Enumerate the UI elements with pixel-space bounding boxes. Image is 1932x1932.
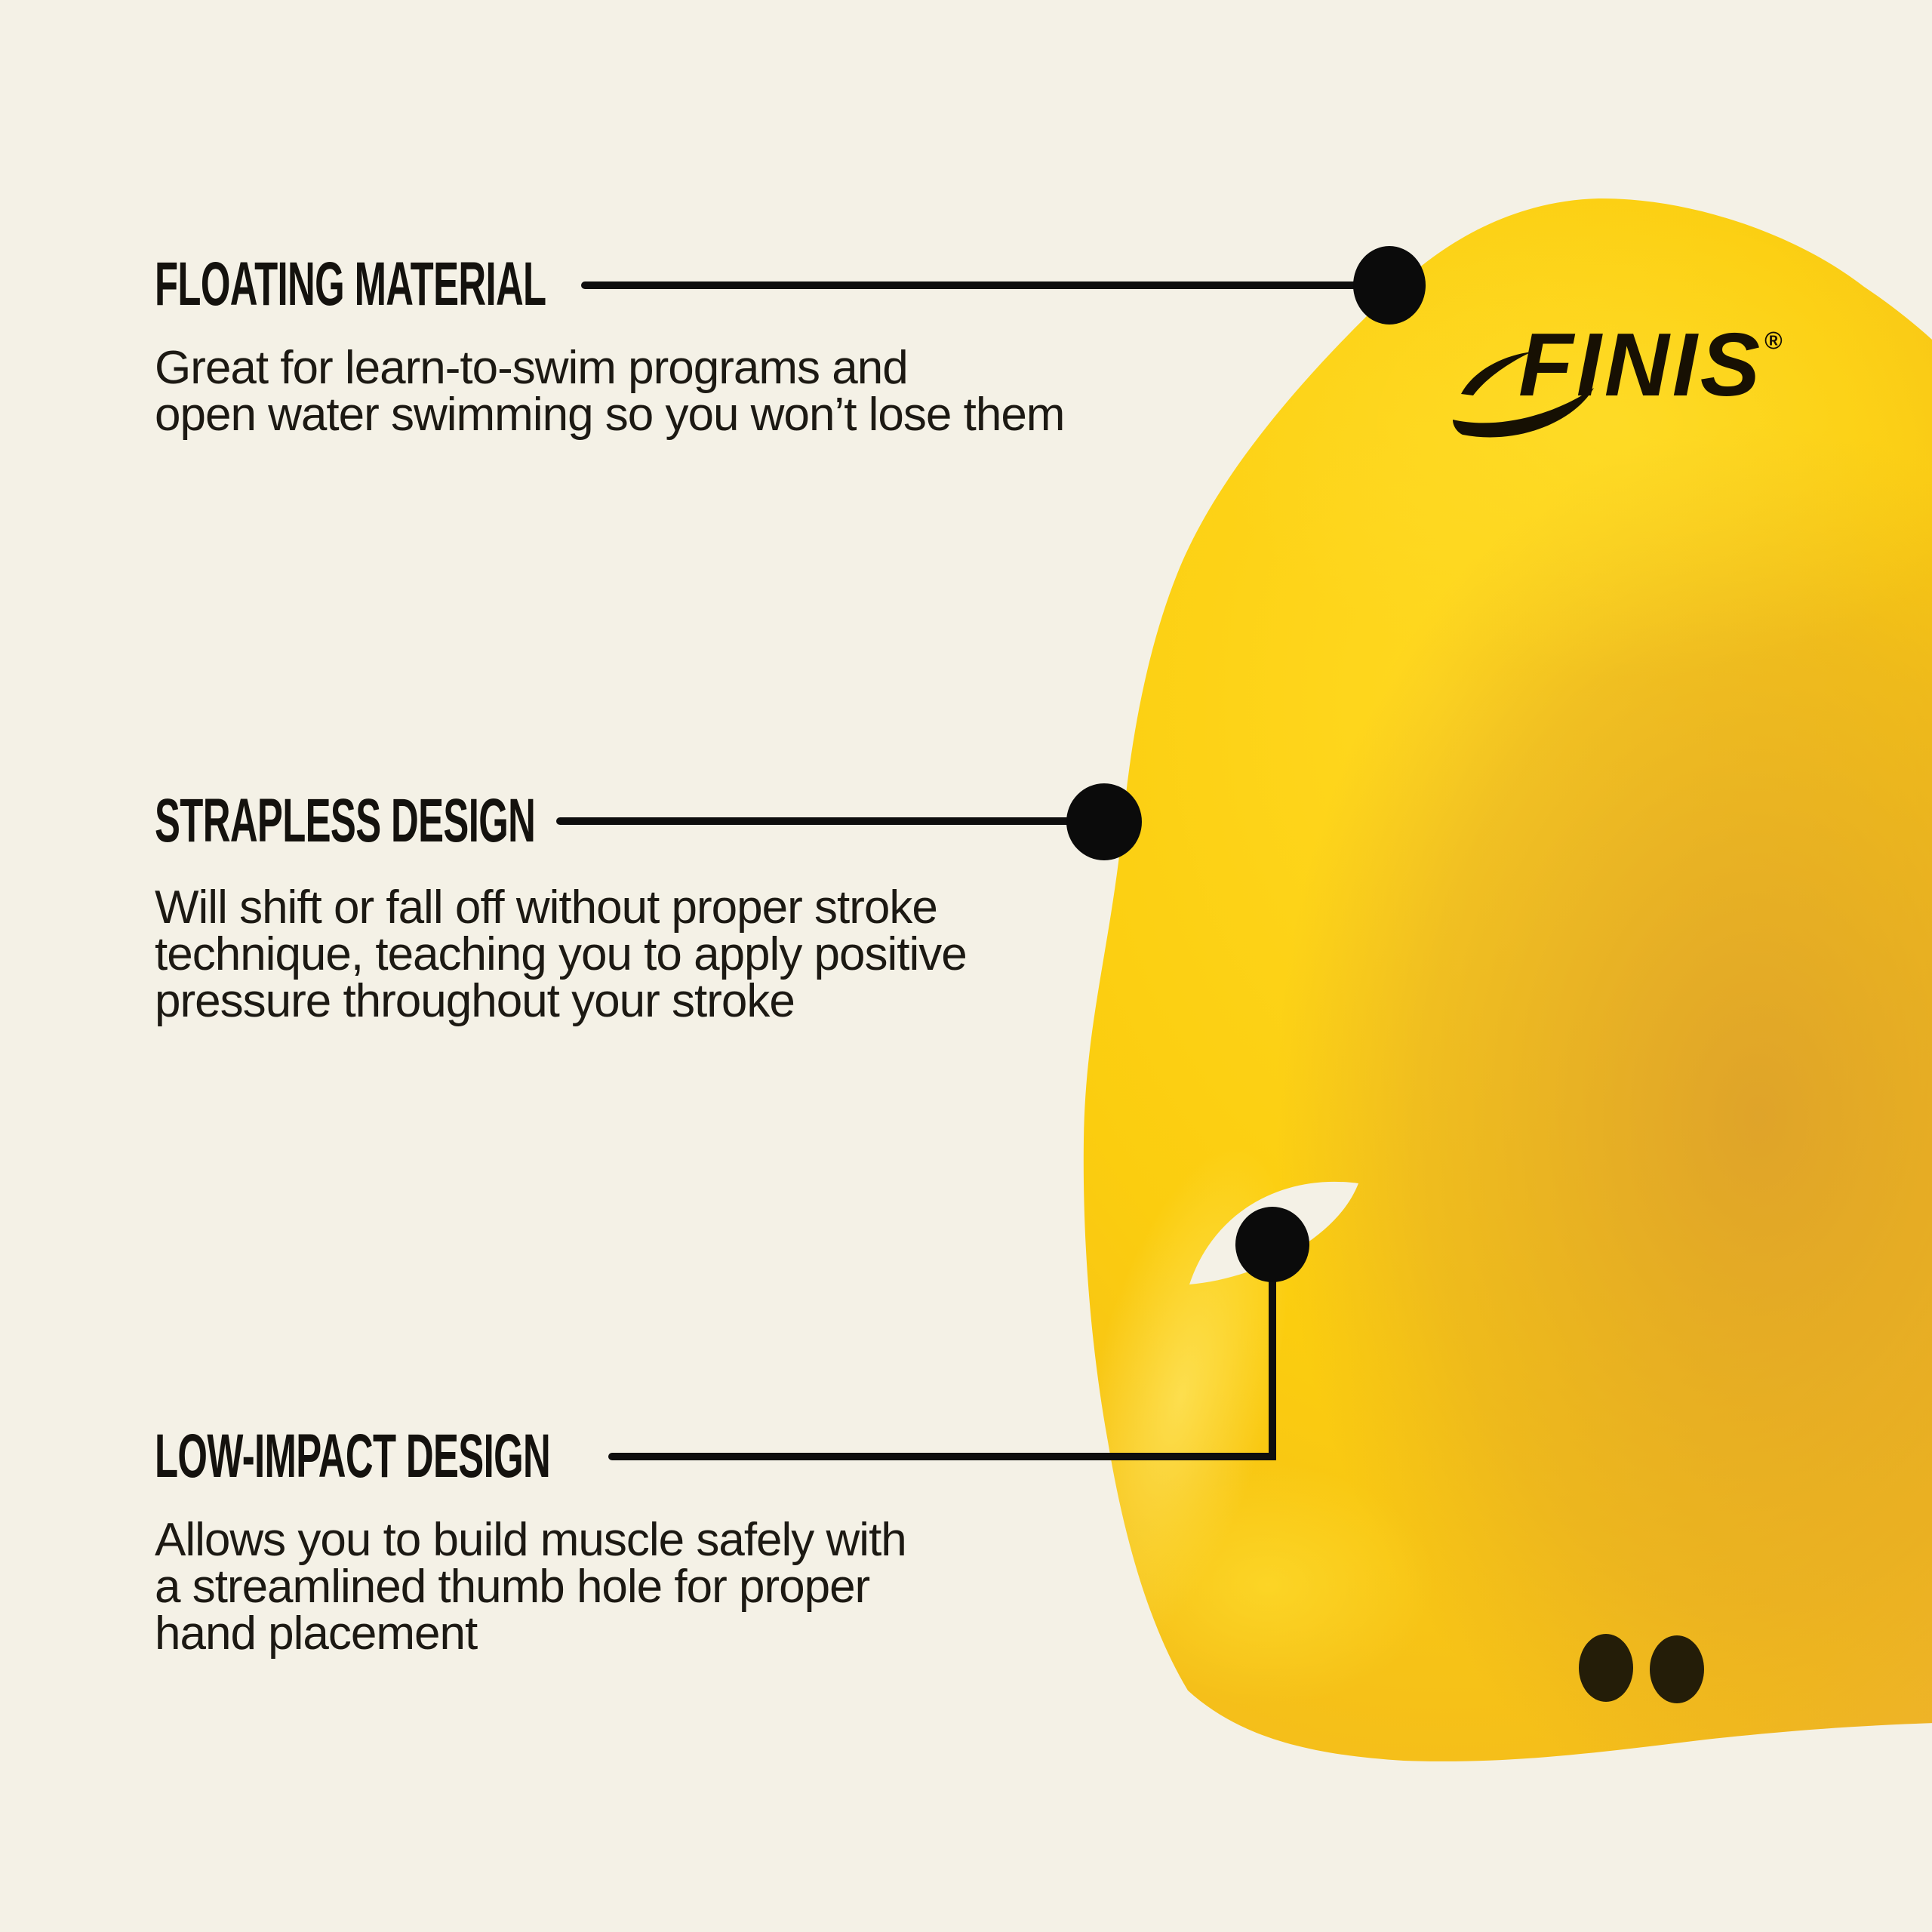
callout-body-line: Great for learn-to-swim programs and [155, 342, 909, 394]
callout-body-strapless-design: Will shift or fall off without proper st… [155, 881, 968, 1027]
finis-swoosh-icon [1453, 352, 1594, 438]
registered-mark: ® [1764, 327, 1783, 354]
callout-title-floating-material: FLOATING MATERIAL [155, 250, 546, 318]
callout-body-line: open water swimming so you won’t lose th… [155, 389, 1065, 441]
finis-logo: FINIS® [1518, 320, 1783, 432]
callout-dot-floating-material [1353, 246, 1426, 325]
paddle-shade [1275, 423, 1932, 1761]
grip-dots [1579, 1634, 1704, 1703]
callout-body-line: Allows you to build muscle safely with [155, 1514, 907, 1566]
paddle-lower-highlight [1102, 1464, 1434, 1706]
callout-body-line: hand placement [155, 1607, 478, 1660]
callout-body-low-impact-design: Allows you to build muscle safely with a… [155, 1514, 907, 1660]
callout-body-line: Will shift or fall off without proper st… [155, 881, 938, 934]
callout-body-line: a streamlined thumb hole for proper [155, 1561, 870, 1613]
callout-title-low-impact-design: LOW-IMPACT DESIGN [155, 1422, 551, 1491]
callout-dot-low-impact-design [1235, 1207, 1309, 1282]
connector-line-low-impact-design-vertical [1269, 1245, 1276, 1460]
callout-title-strapless-design: STRAPLESS DESIGN [155, 786, 536, 855]
connector-line-strapless-design [556, 817, 1104, 825]
callout-body-line: technique, teaching you to apply positiv… [155, 928, 968, 980]
connector-line-low-impact-design [608, 1453, 1276, 1460]
connector-line-floating-material [581, 281, 1389, 289]
finis-logo-text: FINIS [1518, 315, 1764, 415]
callout-dot-strapless-design [1066, 783, 1142, 860]
callout-body-floating-material: Great for learn-to-swim programs and ope… [155, 342, 1065, 441]
callout-body-line: pressure throughout your stroke [155, 975, 795, 1027]
